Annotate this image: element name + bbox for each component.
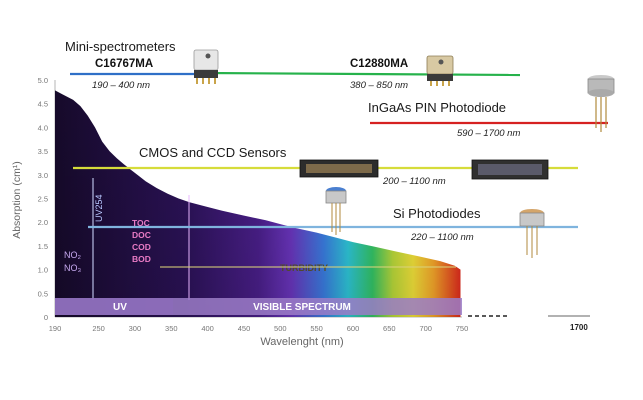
y-tick-label: 1.5 — [38, 242, 48, 251]
y-tick-label: 0 — [44, 313, 48, 322]
bod-label: BOD — [132, 254, 151, 264]
si-photodiode-small-image — [325, 187, 347, 235]
doc-label: DOC — [132, 230, 151, 240]
x-tick-label: 190 — [49, 324, 62, 333]
c12880ma-range: 380 – 850 nm — [350, 80, 408, 91]
y-tick-label: 5.0 — [38, 76, 48, 85]
x-tick-label: 750 — [456, 324, 469, 333]
c12880ma-sensor-image — [426, 55, 454, 86]
ingaas-range: 590 – 1700 nm — [457, 128, 520, 139]
cmos-sensor-image — [299, 159, 379, 178]
x-tick-label: 300 — [129, 324, 142, 333]
x-tick-labels: 190 250 300 350 400 450 500 550 600 650 700 750 — [49, 324, 469, 333]
y-tick-label: 3.5 — [38, 147, 48, 156]
c16767ma-sensor-image — [193, 49, 219, 84]
range-bar-c12880ma — [204, 71, 521, 77]
x-axis-title: Wavelenght (nm) — [260, 336, 343, 348]
uv-label: UV — [113, 302, 127, 313]
no3-label: NO₃ — [64, 263, 82, 273]
c16767ma-range: 190 – 400 nm — [92, 80, 150, 91]
y-tick-label: 2.0 — [38, 218, 48, 227]
turbidity-label: TURBIDITY — [280, 263, 328, 273]
x-tick-label: 500 — [274, 324, 287, 333]
si-photodiodes-name: Si Photodiodes — [393, 206, 481, 221]
cmos-ccd-range: 200 – 1100 nm — [382, 176, 446, 187]
y-tick-labels: 0 0.5 1.0 1.5 2.0 2.5 3.0 3.5 4.0 4.5 5.0 — [38, 76, 48, 322]
chart-title: Mini-spectrometers — [65, 39, 176, 54]
ingaas-photodiode-image — [587, 75, 615, 132]
no2-label: NO₂ — [64, 250, 82, 260]
uv254-label: UV254 — [94, 194, 104, 222]
c12880ma-name: C12880MA — [350, 58, 408, 70]
x-tick-label: 700 — [419, 324, 432, 333]
absorption-curve-shade — [55, 90, 461, 318]
uv-band — [55, 298, 173, 315]
x-tick-label: 550 — [310, 324, 323, 333]
visible-spectrum-label: VISIBLE SPECTRUM — [253, 302, 351, 313]
toc-label: TOC — [132, 218, 150, 228]
x-tick-label: 650 — [383, 324, 396, 333]
cmos-ccd-name: CMOS and CCD Sensors — [139, 145, 287, 160]
y-axis-title: Absorption (cm¹) — [11, 161, 23, 239]
cod-label: COD — [132, 242, 151, 252]
y-tick-label: 4.5 — [38, 100, 48, 109]
x-tick-label: 350 — [165, 324, 178, 333]
x-tick-label: 400 — [201, 324, 214, 333]
si-photodiode-large-image — [519, 209, 545, 258]
x-tick-label: 450 — [238, 324, 251, 333]
y-tick-label: 4.0 — [38, 123, 48, 132]
si-photodiodes-range: 220 – 1100 nm — [410, 232, 474, 243]
ingaas-name: InGaAs PIN Photodiode — [368, 100, 506, 115]
x-tick-label: 600 — [347, 324, 360, 333]
c16767ma-name: C16767MA — [95, 58, 153, 70]
x-tick-1700: 1700 — [570, 323, 588, 332]
y-tick-label: 0.5 — [38, 289, 48, 298]
ccd-sensor-image — [471, 159, 549, 180]
y-tick-label: 1.0 — [38, 266, 48, 275]
y-tick-label: 3.0 — [38, 171, 48, 180]
x-tick-label: 250 — [92, 324, 105, 333]
y-tick-label: 2.5 — [38, 195, 48, 204]
